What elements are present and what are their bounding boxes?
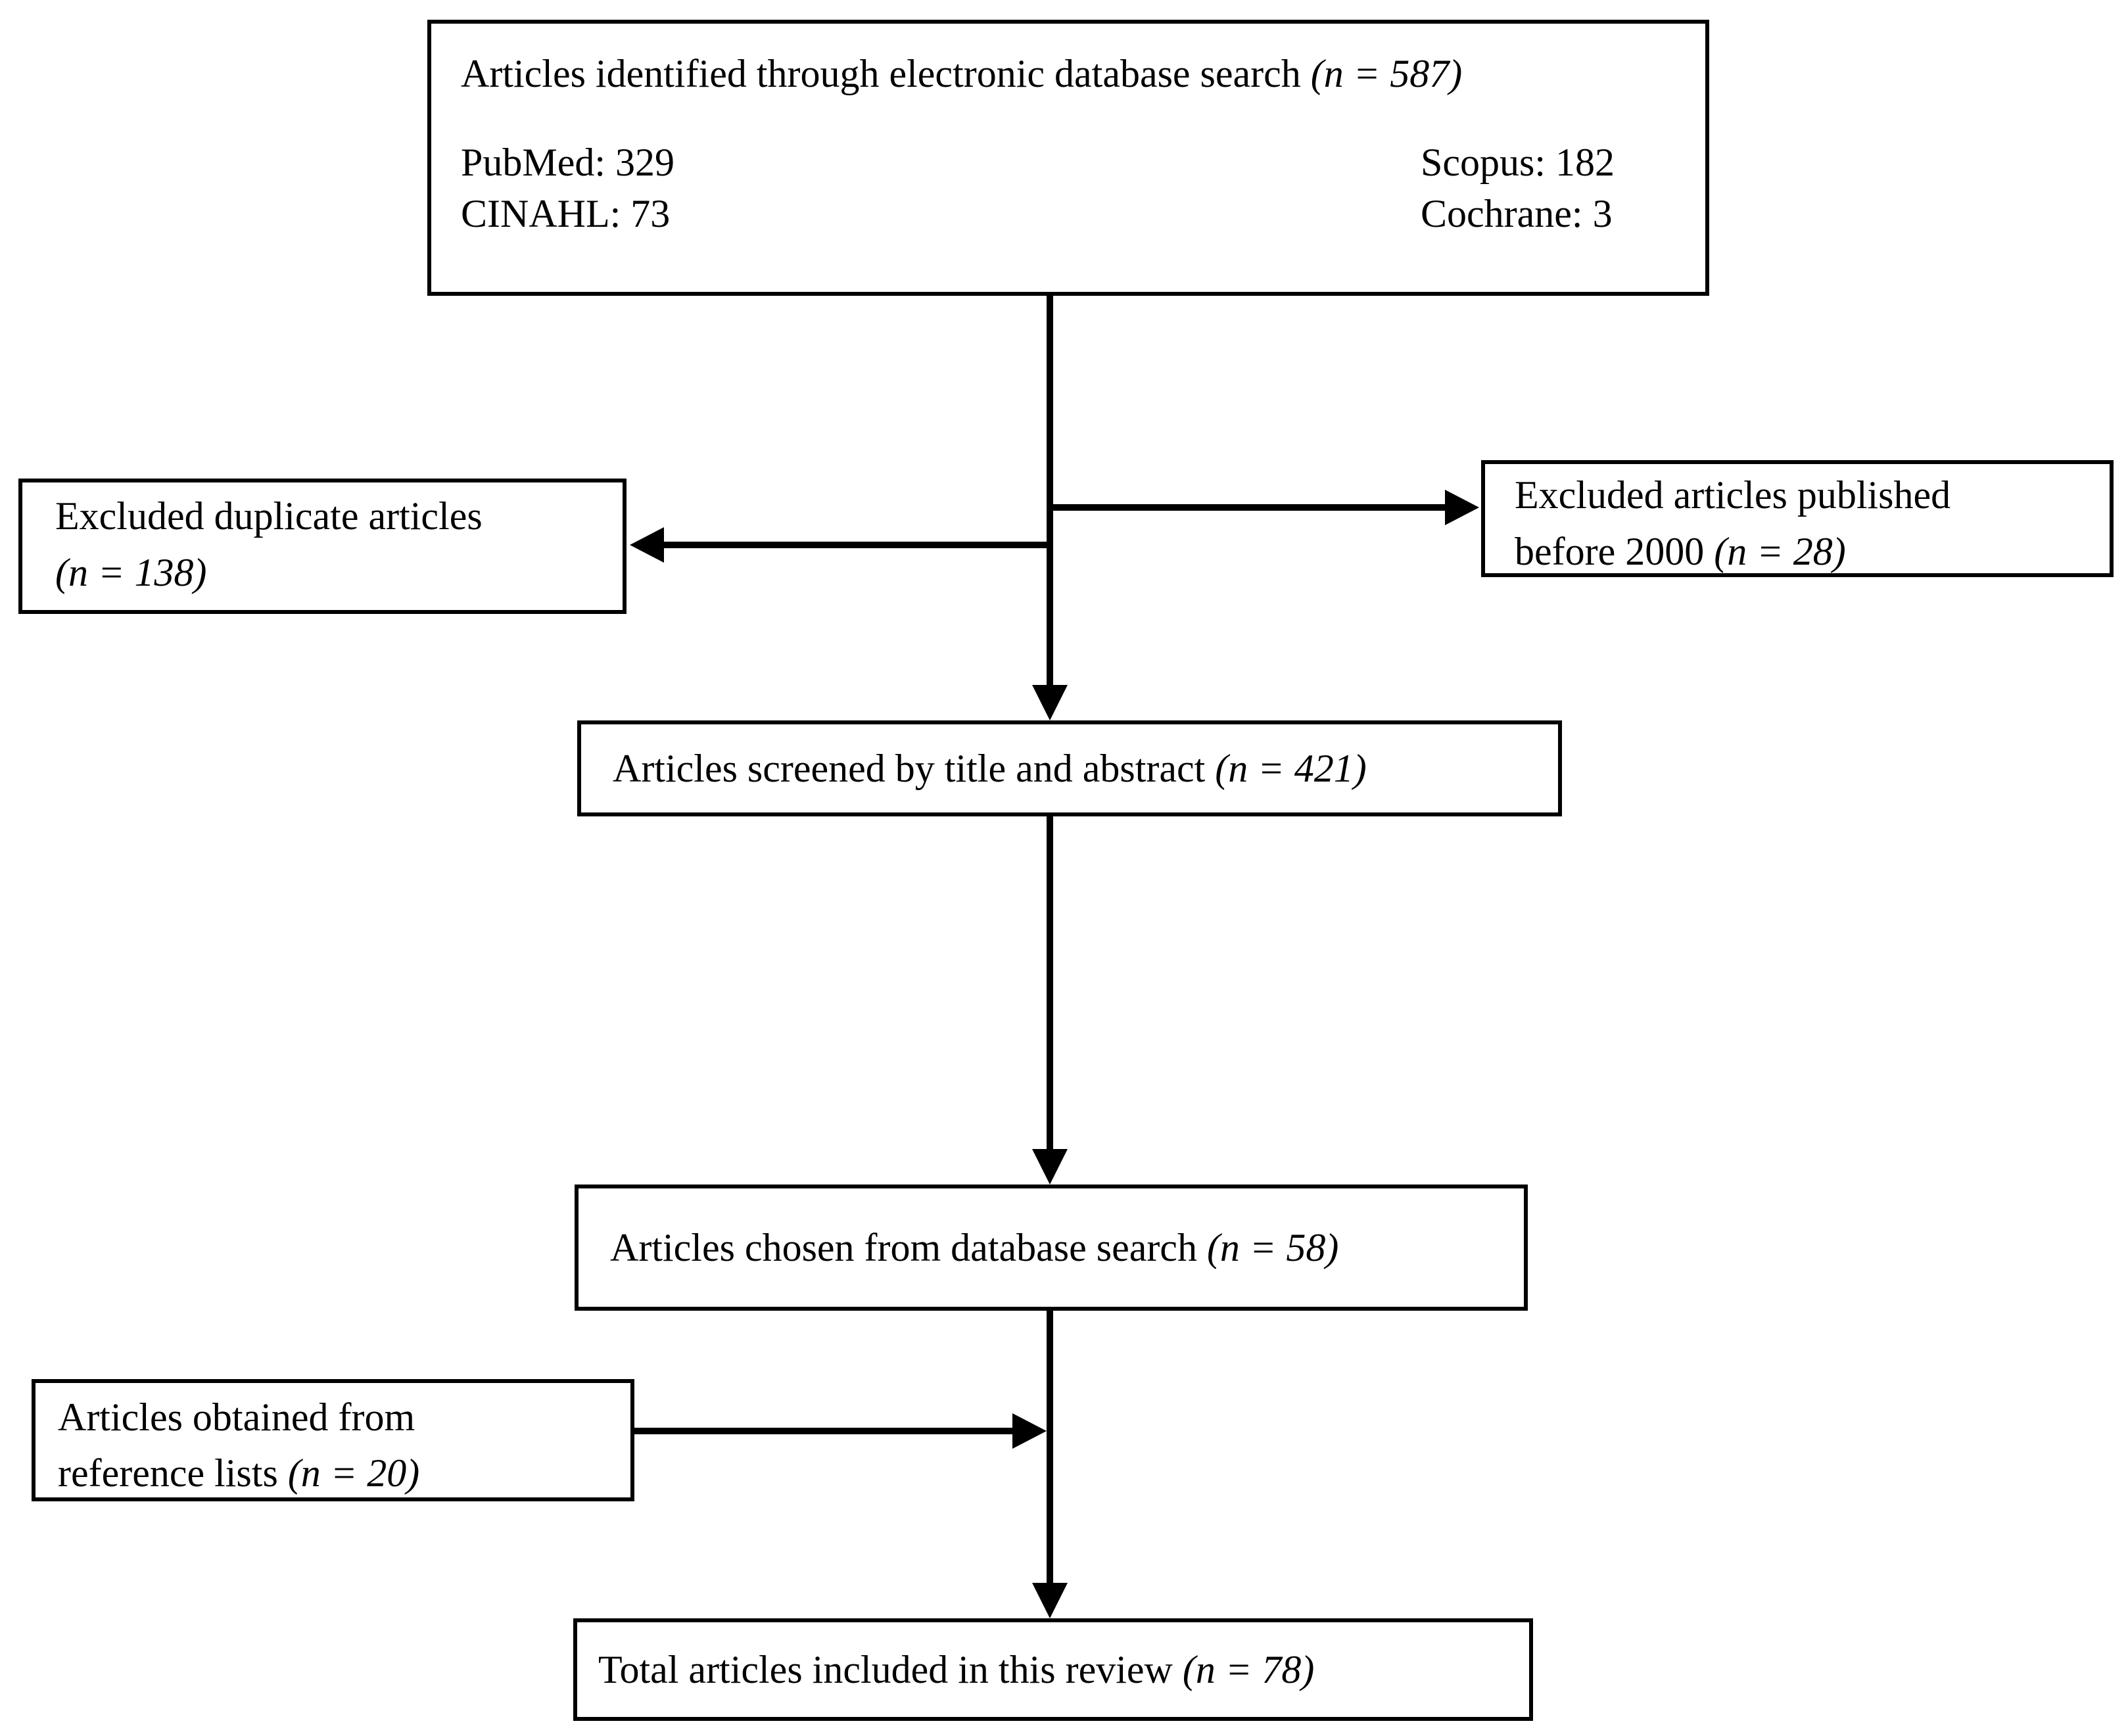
- stat-pubmed: PubMed: 329: [461, 141, 675, 184]
- excluded-duplicates-line1: Excluded duplicate articles: [55, 494, 483, 538]
- arrow-identified-to-screened: [1032, 296, 1068, 720]
- excluded-before-2000-line2: before 2000 (n = 28): [1515, 530, 1846, 573]
- identified-title: Articles identified through electronic d…: [461, 52, 1463, 95]
- box-excluded-duplicates: Excluded duplicate articles (n = 138): [18, 479, 627, 614]
- excluded-before-2000-line1: Excluded articles published: [1515, 473, 1951, 517]
- identified-stats-left: PubMed: 329 CINAHL: 73: [461, 137, 674, 239]
- box-identified: Articles identified through electronic d…: [427, 20, 1709, 296]
- screened-n: (n = 421): [1215, 747, 1367, 790]
- total-label: Total articles included in this review (…: [598, 1648, 1315, 1691]
- stat-cochrane: Cochrane: 3: [1421, 192, 1613, 235]
- box-excluded-before-2000: Excluded articles published before 2000 …: [1481, 460, 2114, 577]
- box-chosen: Articles chosen from database search (n …: [575, 1185, 1528, 1311]
- stat-cinahl: CINAHL: 73: [461, 192, 671, 235]
- reference-lists-n: (n = 20): [287, 1451, 420, 1495]
- arrow-branch-left: [630, 527, 1047, 563]
- excluded-duplicates-line2: (n = 138): [55, 544, 616, 601]
- excluded-before-2000-n: (n = 28): [1714, 530, 1846, 573]
- screened-label: Articles screened by title and abstract …: [613, 747, 1367, 790]
- box-reference-lists: Articles obtained from reference lists (…: [32, 1379, 634, 1501]
- arrow-chosen-to-total: [1032, 1311, 1068, 1618]
- total-n: (n = 78): [1182, 1648, 1315, 1691]
- arrow-branch-right: [1053, 490, 1479, 525]
- chosen-n: (n = 58): [1206, 1226, 1339, 1269]
- arrow-reference-to-main: [633, 1413, 1047, 1449]
- box-screened: Articles screened by title and abstract …: [577, 720, 1562, 816]
- arrow-screened-to-chosen: [1032, 816, 1068, 1185]
- identified-n: (n = 587): [1310, 52, 1463, 95]
- chosen-label: Articles chosen from database search (n …: [610, 1226, 1339, 1269]
- excluded-duplicates-n: (n = 138): [55, 551, 207, 594]
- box-total: Total articles included in this review (…: [573, 1618, 1533, 1721]
- identified-stats-right: Scopus: 182 Cochrane: 3: [1421, 137, 1615, 239]
- reference-lists-line2: reference lists (n = 20): [58, 1451, 420, 1495]
- stat-scopus: Scopus: 182: [1421, 141, 1615, 184]
- reference-lists-line1: Articles obtained from: [58, 1396, 415, 1439]
